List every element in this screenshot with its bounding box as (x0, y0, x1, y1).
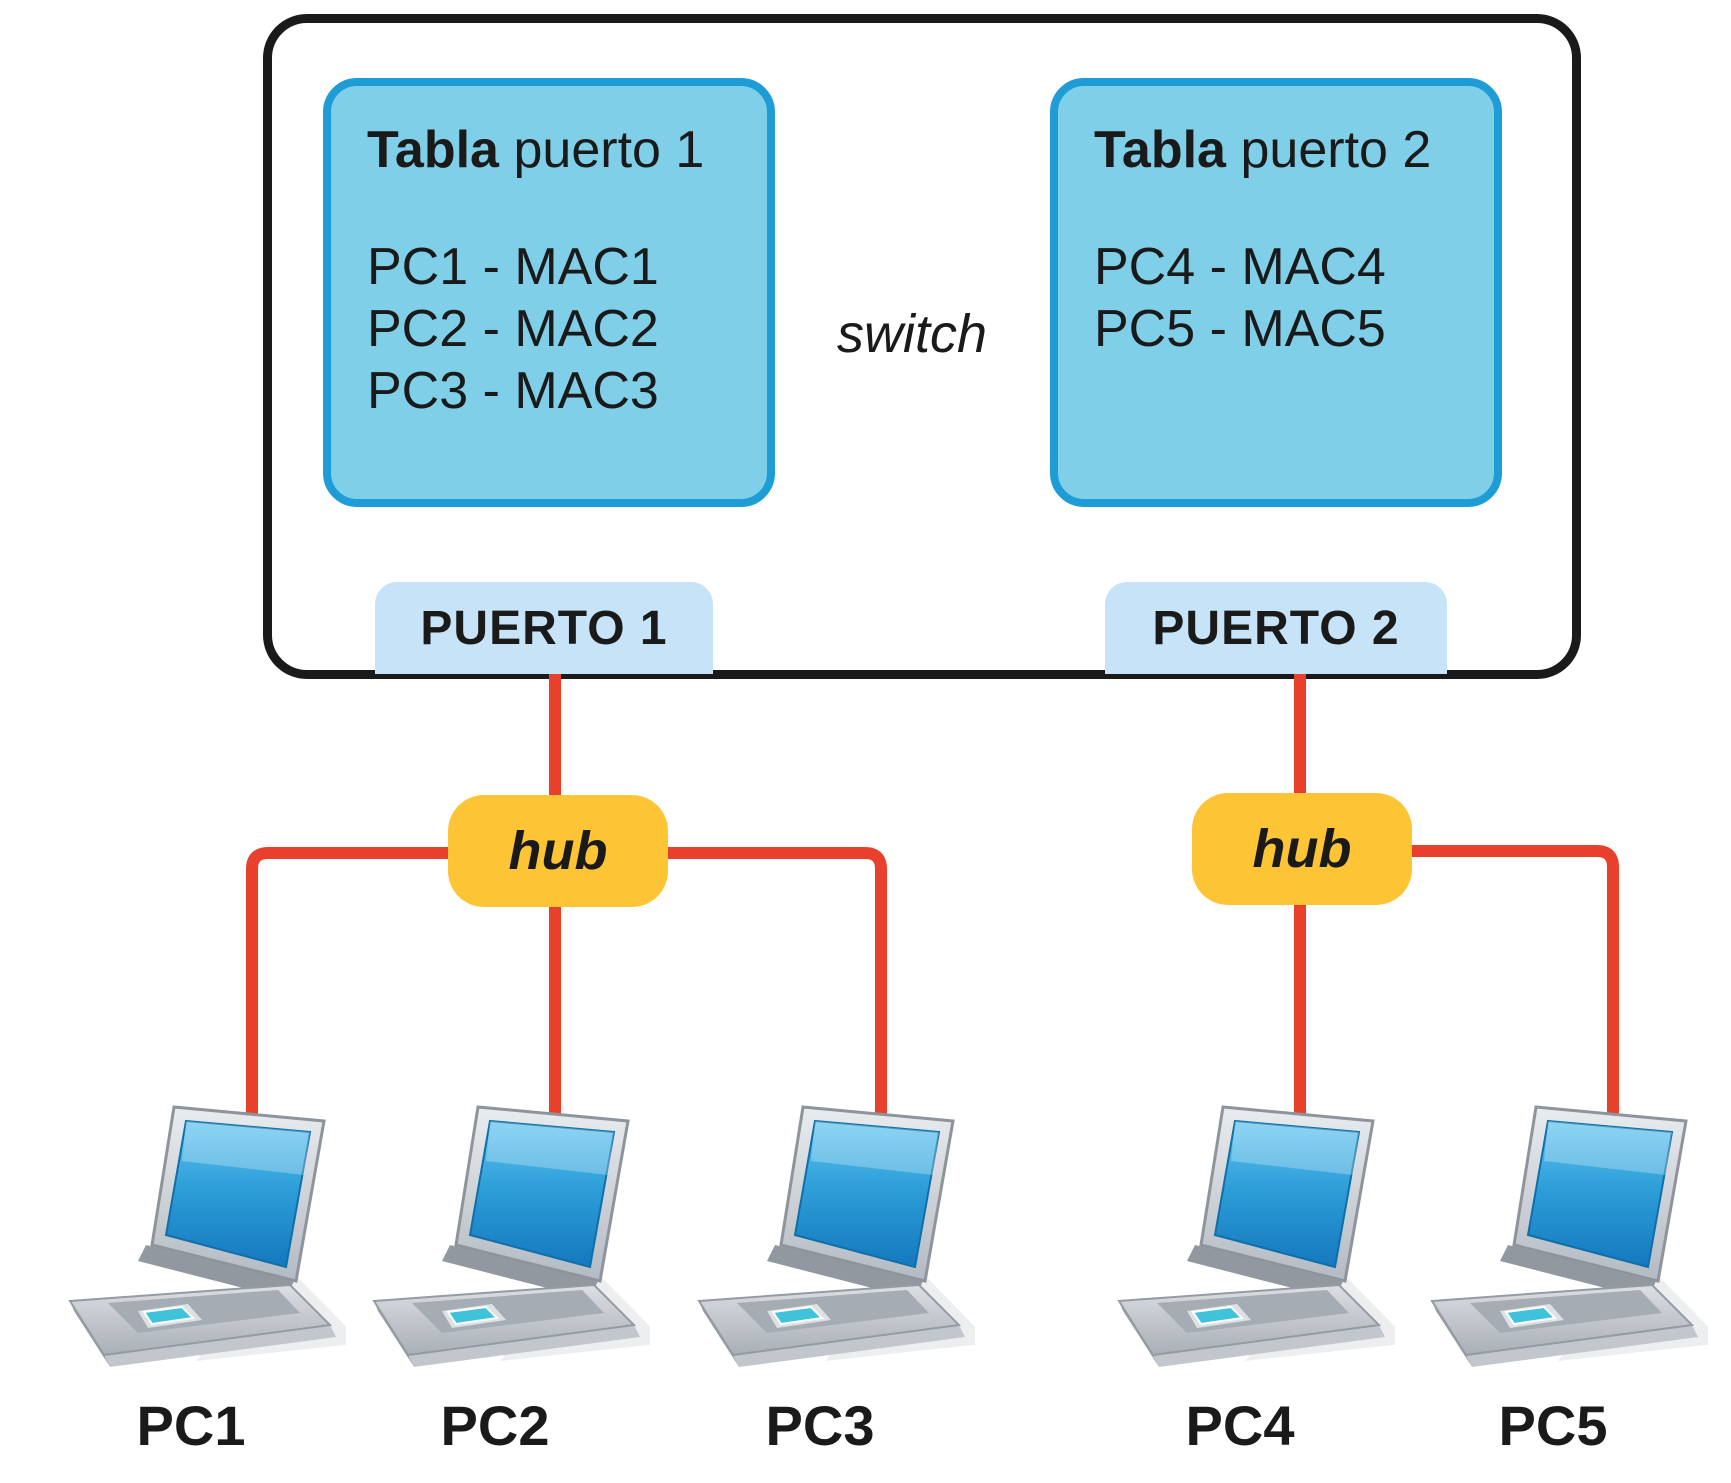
laptop-icon-pc4 (1117, 1105, 1395, 1369)
switch-label: switch (837, 304, 988, 364)
port-badge-puerto-1: PUERTO 1 (375, 582, 713, 674)
pc-label-2: PC2 (440, 1394, 550, 1457)
table-title-bold: Tabla (367, 121, 499, 179)
table-rows: PC4 - MAC4 PC5 - MAC5 (1094, 236, 1474, 360)
cable-hub1-to-pc1 (246, 847, 452, 1125)
pc-label-3: PC3 (765, 1394, 875, 1457)
table-row: PC2 - MAC2 (367, 300, 659, 358)
port-label: PUERTO 2 (1152, 601, 1400, 655)
laptop-icon-pc5 (1430, 1105, 1708, 1369)
laptop-icon-pc3 (697, 1105, 975, 1369)
cable-hub1-to-pc3 (664, 847, 887, 1125)
laptop-icon-pc2 (372, 1105, 650, 1369)
laptop-icon-pc1 (68, 1105, 346, 1369)
table-row: PC5 - MAC5 (1094, 300, 1386, 358)
table-title-bold: Tabla (1094, 121, 1226, 179)
hub-1: hub (448, 795, 668, 907)
pc-label-5: PC5 (1498, 1394, 1608, 1457)
hub-2: hub (1192, 793, 1412, 905)
table-title-rest: puerto 2 (1240, 121, 1432, 179)
table-rows: PC1 - MAC1 PC2 - MAC2 PC3 - MAC3 (367, 236, 747, 422)
hub-label: hub (508, 821, 608, 881)
pc-label-1: PC1 (136, 1394, 246, 1457)
table-row: PC3 - MAC3 (367, 362, 659, 420)
cable-hub2-to-pc5 (1408, 845, 1619, 1125)
pc-label-4: PC4 (1185, 1394, 1295, 1457)
hub-label: hub (1252, 819, 1352, 879)
table-title-rest: puerto 1 (513, 121, 705, 179)
table-row: PC4 - MAC4 (1094, 238, 1386, 296)
port-badge-puerto-2: PUERTO 2 (1105, 582, 1447, 674)
port-label: PUERTO 1 (420, 601, 668, 655)
table-row: PC1 - MAC1 (367, 238, 659, 296)
